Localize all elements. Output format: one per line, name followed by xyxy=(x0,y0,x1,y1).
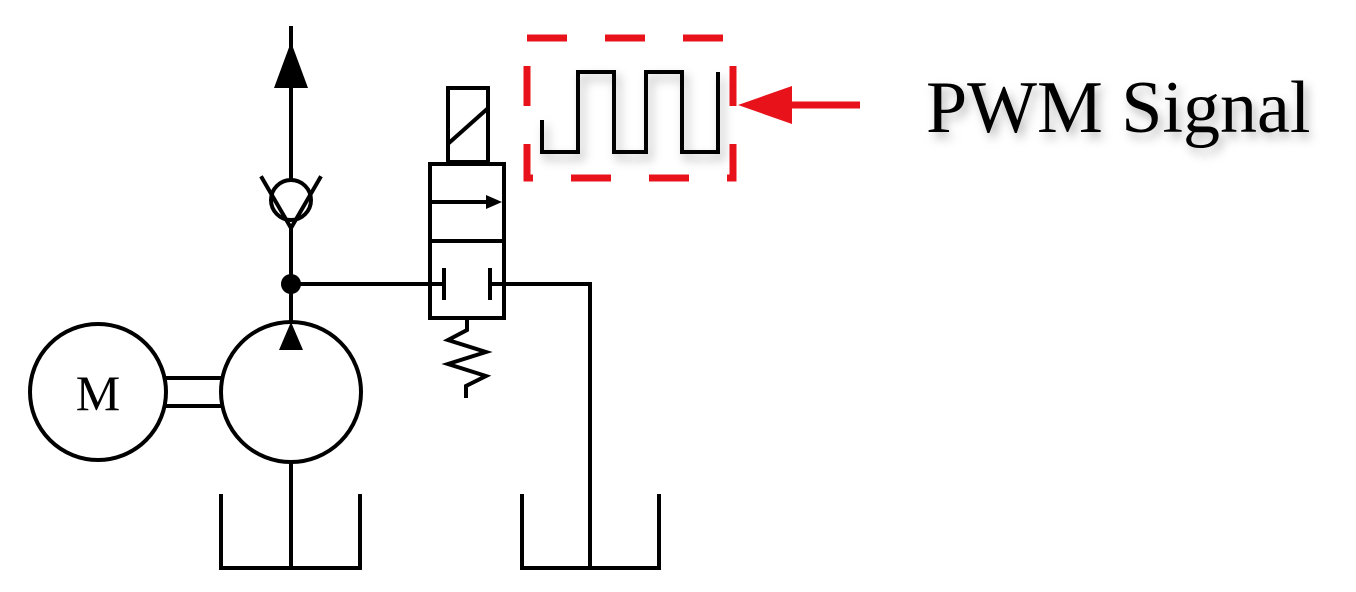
outlet-line xyxy=(274,26,308,180)
shaft-coupling xyxy=(164,376,224,408)
flow-arrow-up xyxy=(274,42,308,88)
pressure-line xyxy=(281,274,432,324)
check-valve xyxy=(259,175,323,286)
square-wave xyxy=(540,70,720,154)
electric-motor: M xyxy=(28,322,168,462)
pwm-waveform-highlight xyxy=(523,34,737,182)
hydraulic-pump xyxy=(219,320,363,570)
solenoid-valve xyxy=(428,86,506,398)
valve-return-spring xyxy=(441,316,493,398)
pointer-arrow xyxy=(738,86,860,124)
right-tank xyxy=(520,494,661,570)
pump-direction-triangle xyxy=(279,322,303,350)
pwm-signal-label: PWM Signal xyxy=(926,67,1310,149)
motor-label: M xyxy=(76,365,120,421)
return-line xyxy=(502,282,592,570)
highlight-dashed-box xyxy=(523,34,737,182)
left-tank xyxy=(219,494,362,570)
valve-flow-arrow xyxy=(486,195,502,209)
